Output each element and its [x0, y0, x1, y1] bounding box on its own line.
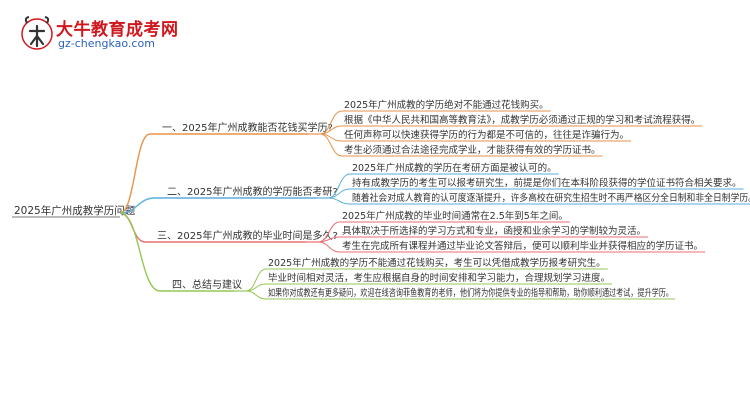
leaf-connector — [245, 290, 267, 300]
leaf-text: 考生在完成所有课程并通过毕业论文答辩后，便可以顺利毕业并获得相应的学历证书。 — [342, 240, 703, 252]
leaf-text: 随着社会对成人教育的认可度逐渐提升，许多高校在研究生招生时不再严格区分全日制和非… — [352, 192, 750, 204]
branch-label: 四、总结与建议 — [172, 278, 242, 291]
leaf-connector — [319, 133, 343, 157]
ox-mascot-icon — [21, 16, 53, 50]
site-logo[interactable]: 大牛教育成考网 gz-chengkao.com — [20, 14, 178, 54]
branch-label: 一、2025年广州成教能否花钱买学历? — [162, 121, 333, 134]
leaf-text: 2025年广州成教的学历在考研方面是被认可的。 — [352, 162, 557, 174]
leaf-text: 具体取决于所选择的学习方式和专业，函授和业余学习的学制较为灵活。 — [342, 225, 646, 237]
leaf-text: 如果你对成教还有更多疑问，欢迎在线咨询菲鱼教育的老师，他们将为你提供专业的指导和… — [268, 287, 673, 299]
logo-site-url: gz-chengkao.com — [58, 37, 155, 50]
branch-connector — [119, 197, 156, 214]
leaf-text: 持有成教学历的考生可以报考研究生，前提是你们在本科阶段获得的学位证书符合相关要求… — [352, 177, 742, 189]
branch-label: 三、2025年广州成教的毕业时间是多久? — [157, 229, 338, 242]
leaf-text: 毕业时间相对灵活，考生应根据自身的时间安排和学习能力，合理规划学习进度。 — [268, 272, 610, 284]
leaf-text: 2025年广州成教的学历不能通过花钱购买，考生可以凭借成教学历报考研究生。 — [268, 257, 606, 269]
leaf-connector — [327, 197, 351, 205]
branch-connector — [119, 133, 151, 214]
root-topic: 2025年广州成教学历问题 — [14, 204, 136, 217]
logo-site-name: 大牛教育成考网 — [56, 20, 179, 40]
leaf-connector — [317, 241, 341, 253]
leaf-text: 2025年广州成教的毕业时间通常在2.5年到5年之间。 — [342, 210, 568, 222]
leaf-text: 任何声称可以快速获得学历的行为都是不可信的，往往是诈骗行为。 — [344, 129, 629, 141]
leaf-text: 根据《中华人民共和国高等教育法》，成教学历必须通过正规的学习和考试流程获得。 — [344, 114, 700, 126]
branch-label: 二、2025年广州成教的学历能否考研? — [167, 185, 338, 198]
leaf-text: 考生必须通过合法途径完成学业，才能获得有效的学历证书。 — [344, 144, 601, 156]
branch-connector — [119, 212, 161, 292]
leaf-text: 2025年广州成教的学历绝对不能通过花钱购买。 — [344, 99, 549, 111]
